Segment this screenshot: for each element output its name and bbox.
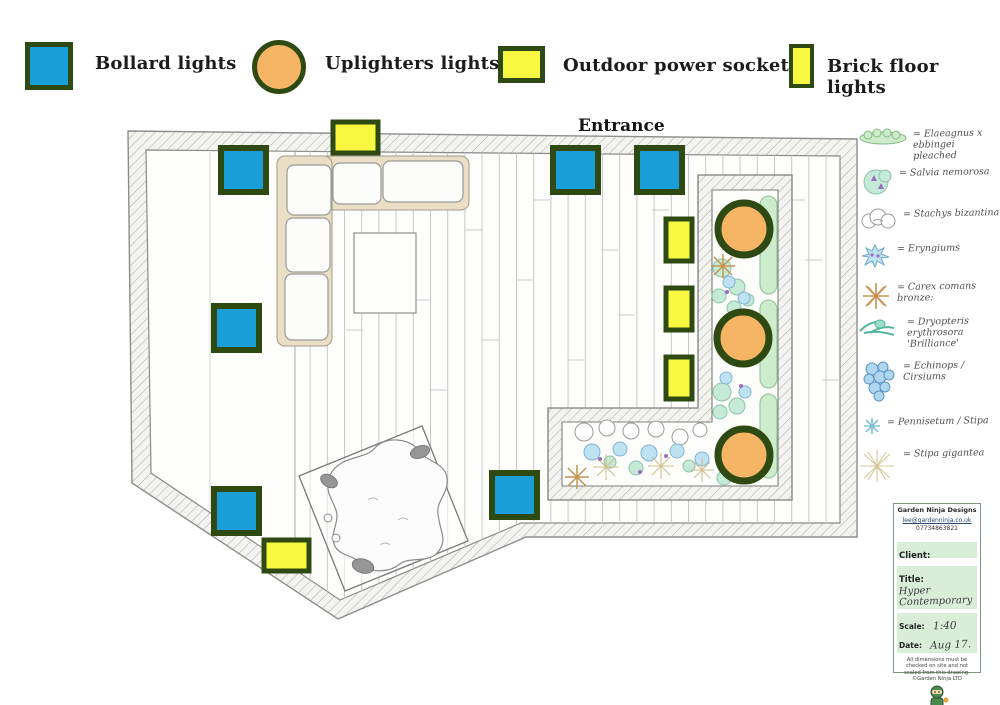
legend-label-bollard: Bollard lights [95,53,237,74]
uplighter-light-symbol [713,308,773,368]
plant-name: = Salvia nemorosa [898,166,990,179]
title-block: Garden Ninja Designs lee@gardenninja.co.… [893,503,981,705]
plant-name: = Carex comans bronze: [896,280,977,305]
bollard-light-symbol [550,145,601,195]
plant-legend-item-carex: = Carex comans bronze: [860,281,1000,311]
plant-legend-item-eryngium: = Eryngiums [860,242,1000,269]
legend-label-brick-floor: Brick floor lights [827,56,939,98]
carex-plant [711,254,735,278]
plant-name: = Eryngiums [896,242,961,255]
pond-stones [320,445,431,574]
plant-legend-item-echinops: = Echinops / Cirsiums [860,360,1000,402]
uplighter-light-symbol [714,425,774,485]
plant-name: = Stachys bizantina [902,207,1000,220]
bollard-light-legend-icon [25,42,73,90]
bollard-light-symbol [634,145,685,195]
eryngium-icon [861,243,890,269]
plant-name: = Dryopteris erythrosora 'Brilliance' [906,315,970,351]
power-socket-legend-icon [498,46,545,83]
scale-value: 1:40 [932,619,957,633]
scale-label: Scale: [899,621,925,631]
plant-legend-item-stachys: = Stachys bizantina [858,207,1000,230]
legend-label-uplighters: Uplighters lights [325,53,500,74]
company-name: Garden Ninja Designs [897,506,977,514]
echinops-icon [863,361,895,402]
plant-legend-item-dryopteris: = Dryopteris erythrosora 'Brilliance' [856,316,998,350]
elaeagnus-icon [859,128,907,145]
carex-plant [565,465,589,489]
power-socket-symbol [330,119,381,156]
phone-number: 07734863821 [916,525,958,533]
stipa-icon [860,450,894,482]
brick-floor-light-symbol [663,216,695,264]
client-label: Client: [899,551,931,562]
uplighter-light-legend-icon [252,40,306,94]
carex-icon [863,283,889,309]
salvia-icon [863,169,892,195]
grass-plants [593,453,714,482]
entrance-label: Entrance [578,116,665,136]
bollard-light-symbol [211,303,262,353]
uplighter-light-symbol [714,199,774,259]
corner-sofa [276,155,470,347]
stachys-icon [861,208,896,229]
light-symbols-layer [211,119,774,574]
bollard-light-symbol [489,470,540,520]
ninja-mascot-icon [930,685,949,705]
pond [298,425,469,592]
plant-legend-item-stipa: = Stipa gigantea [856,447,998,484]
plant-name: = Echinops / Cirsiums [902,359,965,384]
bottom-bed-plants [565,419,714,489]
brick-floor-light-legend-icon [789,44,814,88]
plant-name: = Stipa gigantea [902,447,985,460]
brick-floor-light-symbol [663,285,695,333]
plant-legend-item-elaeagnus: = Elaeagnus x ebbingei pleached [858,128,1000,162]
plant-legend-item-salvia: = Salvia nemorosa [862,166,1000,197]
brick-floor-light-symbol [663,354,695,402]
disclaimer-text: All dimensions must be checked on site a… [904,656,970,683]
title-label: Title: [899,575,924,586]
plant-legend-item-pennisetum: = Pennisetum / Stipa [862,415,1000,436]
table [353,232,417,314]
pennisetum-icon [864,418,880,434]
legend-label-power-socket: Outdoor power socket [563,55,790,76]
date-value: Aug 17. [929,637,972,652]
power-socket-symbol [261,537,312,574]
fern-icon [859,319,895,336]
title-value: Hyper Contemporary [898,585,973,608]
email-link: lee@gardenninja.co.uk [902,517,972,525]
plant-name: = Elaeagnus x ebbingei pleached [912,127,983,163]
plant-name: = Pennisetum / Stipa [886,415,989,428]
date-label: Date: [899,640,922,650]
bollard-light-symbol [218,145,269,195]
bollard-light-symbol [211,486,262,536]
